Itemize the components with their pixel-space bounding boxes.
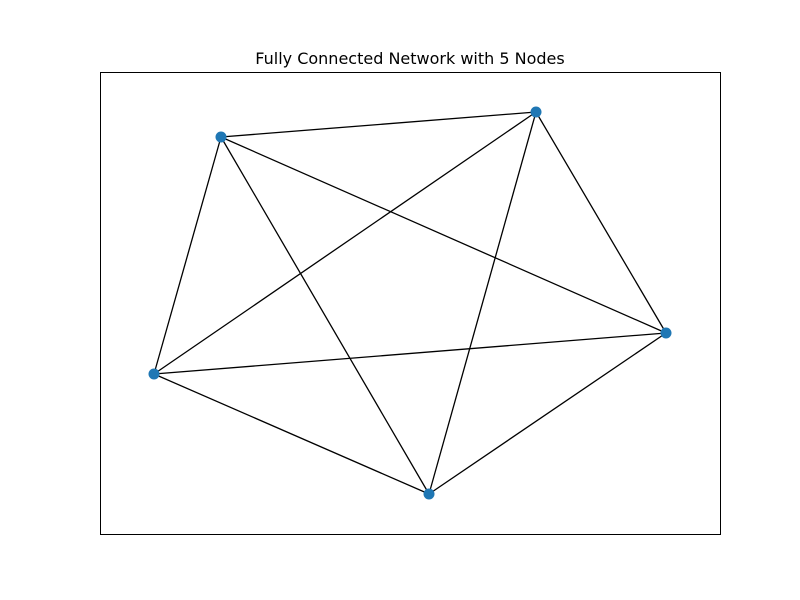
edge-n0-n1 — [220, 111, 537, 138]
edge-n0-n2 — [220, 136, 667, 334]
node-n2 — [660, 327, 672, 339]
edge-n0-n3 — [220, 136, 430, 495]
axes-frame — [100, 72, 721, 535]
edge-n2-n3 — [428, 332, 667, 495]
node-n1 — [530, 106, 542, 118]
edge-n1-n2 — [535, 111, 667, 334]
plot-title: Fully Connected Network with 5 Nodes — [255, 49, 564, 68]
edge-n1-n3 — [428, 111, 537, 495]
edge-n1-n4 — [153, 111, 537, 375]
node-n4 — [148, 368, 160, 380]
edges-layer — [153, 111, 667, 495]
node-n3 — [423, 488, 435, 500]
edge-n0-n4 — [153, 136, 222, 375]
edge-n3-n4 — [153, 373, 430, 495]
edge-n2-n4 — [153, 332, 667, 375]
nodes-layer — [148, 106, 672, 500]
node-n0 — [215, 131, 227, 143]
